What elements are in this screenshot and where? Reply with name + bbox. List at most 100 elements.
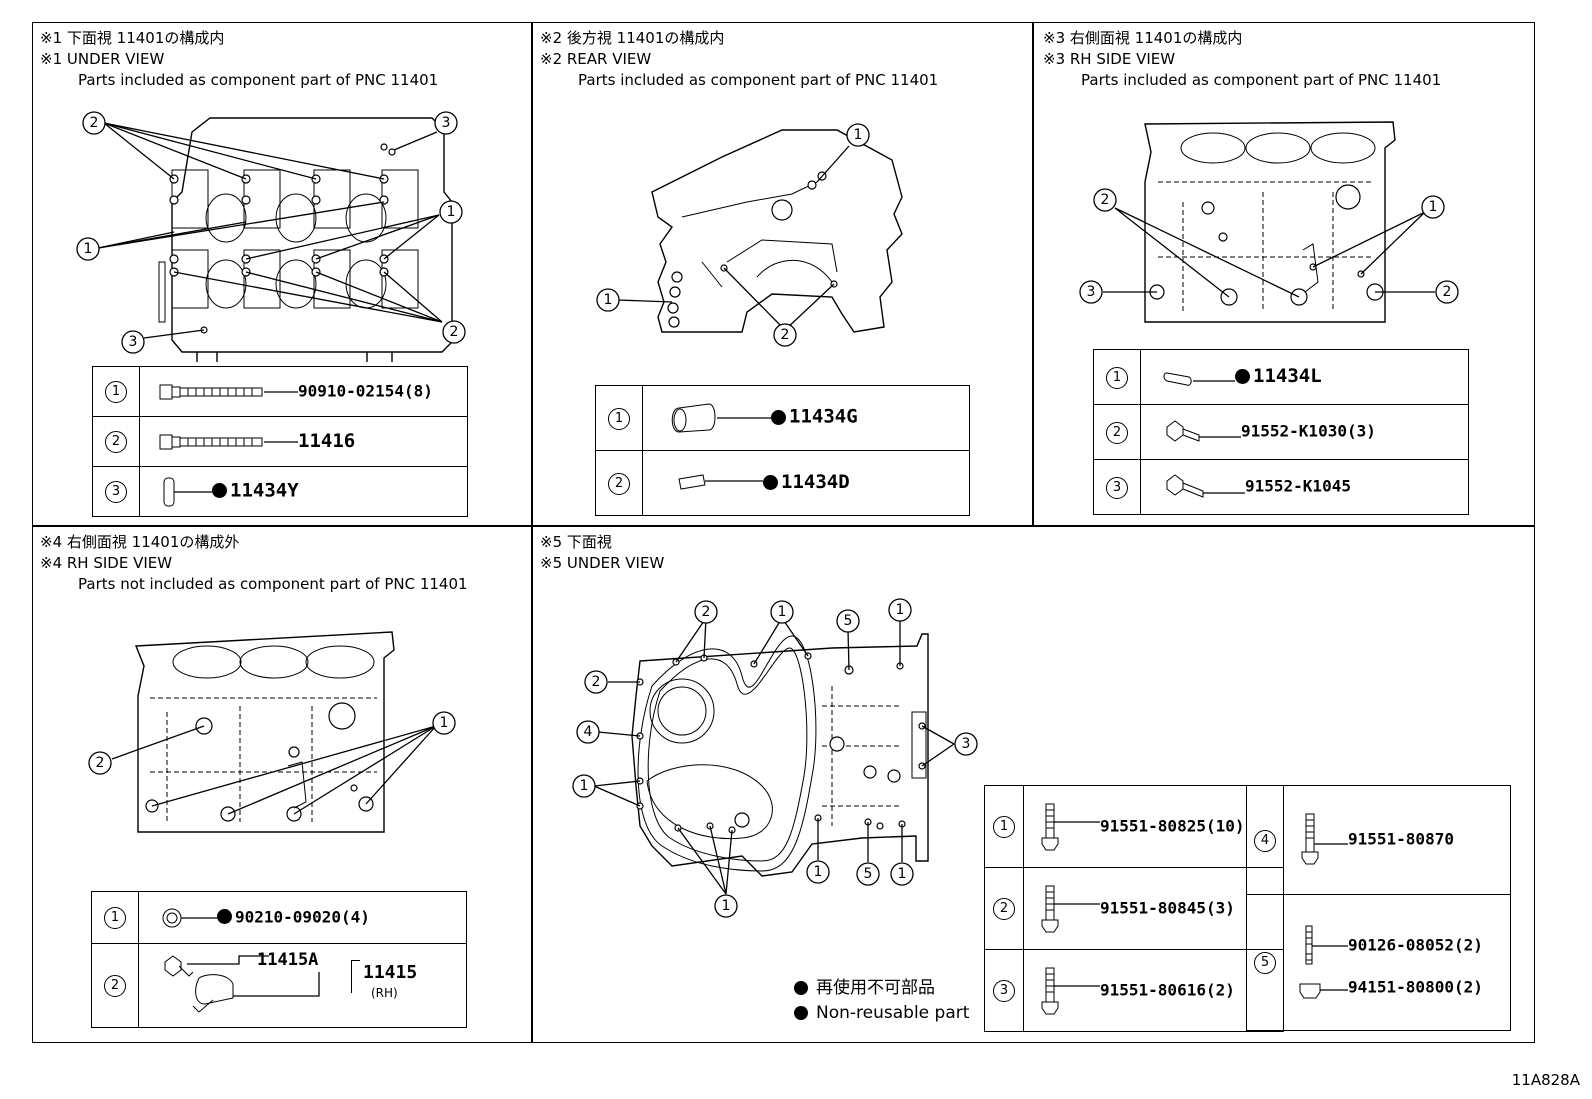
pin-icon bbox=[678, 474, 763, 490]
flange-bolt-icon bbox=[1041, 967, 1100, 1014]
callout-1: 1 bbox=[76, 237, 100, 261]
callout-1: 1 bbox=[1421, 195, 1445, 219]
engine-block-rh-side-illustration: 2 3 1 2 bbox=[1079, 121, 1459, 323]
leader-lines bbox=[97, 122, 443, 339]
leader-lines bbox=[617, 145, 850, 331]
svg-text:3: 3 bbox=[1087, 284, 1096, 300]
non-reusable-mark bbox=[794, 1006, 808, 1020]
divider-vertical-1 bbox=[531, 22, 533, 1043]
parts-table: 1 90910-02154(8) 2 11416 3 bbox=[92, 366, 468, 517]
header-en: ※2 REAR VIEW bbox=[540, 50, 652, 68]
non-reusable-mark bbox=[763, 474, 778, 490]
svg-text:5: 5 bbox=[844, 613, 853, 629]
component-part-number: 11415A bbox=[257, 950, 319, 970]
part-number: 90210-09020(4) bbox=[235, 907, 370, 926]
svg-text:4: 4 bbox=[584, 724, 593, 740]
divider-vertical-2 bbox=[1032, 22, 1034, 525]
table-row: 1 90910-02154(8) bbox=[92, 366, 468, 417]
callout-2: 2 bbox=[1435, 280, 1459, 304]
svg-text:1: 1 bbox=[447, 204, 456, 220]
header-jp: ※5 下面視 bbox=[540, 533, 612, 551]
row-number: 3 bbox=[105, 481, 127, 503]
panel-under-view-1: ※1 下面視 11401の構成内 ※1 UNDER VIEW Parts inc… bbox=[32, 22, 531, 525]
svg-text:1: 1 bbox=[814, 864, 823, 880]
flange-bolt-icon bbox=[1041, 885, 1100, 932]
table-row: 1 91551-80825(10) bbox=[984, 785, 1284, 868]
table-row: 3 91551-80616(2) bbox=[984, 949, 1284, 1032]
svg-text:3: 3 bbox=[962, 736, 971, 752]
table-row: 1 90210-09020(4) bbox=[91, 891, 467, 944]
row-number: 1 bbox=[608, 407, 630, 430]
part-number: 11416 bbox=[298, 429, 356, 452]
non-reusable-mark bbox=[1235, 369, 1250, 385]
callout-2: 2 bbox=[1093, 188, 1117, 212]
svg-text:1: 1 bbox=[1429, 199, 1438, 215]
part-number: 11434D bbox=[781, 470, 850, 493]
callout-3: 3 bbox=[1079, 280, 1103, 304]
part-number: 94151-80800(2) bbox=[1348, 977, 1483, 996]
panel-under-view-5: ※5 下面視 ※5 UNDER VIEW bbox=[532, 526, 1535, 1043]
table-row: 2 11434D bbox=[595, 450, 970, 516]
divider-horizontal bbox=[32, 525, 1535, 527]
panel-rear-view: ※2 後方視 11401の構成内 ※2 REAR VIEW Parts incl… bbox=[532, 22, 1032, 525]
header-note: Parts included as component part of PNC … bbox=[78, 71, 439, 89]
flange-bolt-long-icon bbox=[159, 384, 298, 399]
svg-text:2: 2 bbox=[1443, 284, 1452, 300]
svg-text:2: 2 bbox=[96, 755, 105, 771]
svg-text:2: 2 bbox=[592, 674, 601, 690]
legend-text-en: Non-reusable part bbox=[816, 1003, 970, 1023]
header-en: ※4 RH SIDE VIEW bbox=[40, 554, 173, 572]
dowel-pin-icon bbox=[163, 477, 212, 506]
parts-table: 1 11434L 2 91552-K1030(3) 3 bbox=[1093, 349, 1469, 515]
row-number: 5 bbox=[1254, 952, 1276, 974]
table-row: 2 91551-80845(3) bbox=[984, 867, 1284, 950]
part-line: 90126-08052(2) bbox=[1296, 924, 1510, 968]
diagram-frame bbox=[32, 22, 1535, 1043]
callout-5: 5 bbox=[836, 609, 860, 633]
row-number: 3 bbox=[1106, 476, 1128, 499]
callout-1: 1 bbox=[596, 288, 620, 312]
callout-1: 1 bbox=[890, 862, 914, 886]
svg-text:2: 2 bbox=[1101, 192, 1110, 208]
row-number: 2 bbox=[104, 975, 126, 997]
svg-text:1: 1 bbox=[898, 866, 907, 882]
part-number: 91551-80845(3) bbox=[1100, 898, 1235, 917]
svg-text:1: 1 bbox=[440, 715, 449, 731]
part-number: 11434G bbox=[789, 405, 858, 428]
callout-2: 2 bbox=[773, 323, 797, 347]
table-row: 3 91552-K1045 bbox=[1093, 459, 1469, 515]
legend: 再使用不可部品 Non-reusable part bbox=[794, 976, 969, 1026]
panel-header: ※1 下面視 11401の構成内 ※1 UNDER VIEW Parts inc… bbox=[40, 28, 438, 91]
row-number: 1 bbox=[104, 907, 126, 929]
bolt-hole-markers bbox=[169, 143, 396, 334]
row-number: 2 bbox=[608, 472, 630, 495]
svg-text:5: 5 bbox=[864, 866, 873, 882]
oil-jet-assembly-icon bbox=[164, 955, 320, 1013]
svg-text:2: 2 bbox=[450, 324, 459, 340]
header-jp: ※2 後方視 11401の構成内 bbox=[540, 29, 725, 47]
callout-1: 1 bbox=[714, 894, 738, 918]
part-number: 90126-08052(2) bbox=[1348, 935, 1483, 954]
non-reusable-mark bbox=[794, 981, 808, 995]
header-note: Parts not included as component part of … bbox=[78, 575, 468, 593]
panel-header: ※2 後方視 11401の構成内 ※2 REAR VIEW Parts incl… bbox=[540, 28, 938, 91]
part-number: 91551-80870 bbox=[1348, 829, 1454, 849]
row-number: 1 bbox=[105, 381, 127, 403]
svg-text:1: 1 bbox=[84, 241, 93, 257]
callout-1: 1 bbox=[432, 711, 456, 735]
flange-bolt-icon bbox=[1041, 803, 1100, 850]
callout-5: 5 bbox=[856, 862, 880, 886]
part-line: 94151-80800(2) bbox=[1296, 974, 1510, 1002]
parts-table-right: 4 91551-80870 5 90126-08052(2) bbox=[1246, 785, 1511, 1031]
callout-2: 2 bbox=[442, 320, 466, 344]
row-number: 2 bbox=[105, 431, 127, 453]
flange-nut-icon bbox=[1299, 983, 1348, 998]
leader-lines bbox=[1103, 207, 1435, 298]
header-en: ※5 UNDER VIEW bbox=[540, 554, 665, 572]
part-number: 91552-K1045 bbox=[1245, 476, 1351, 496]
parts-table-left: 1 91551-80825(10) 2 91551-80845(3) 3 bbox=[984, 785, 1284, 1032]
header-en: ※1 UNDER VIEW bbox=[40, 50, 165, 68]
part-number: 11434L bbox=[1253, 365, 1322, 388]
assembly-part-number: 11415 bbox=[363, 962, 418, 983]
parts-table: 1 90210-09020(4) 2 11415A bbox=[91, 891, 467, 1028]
